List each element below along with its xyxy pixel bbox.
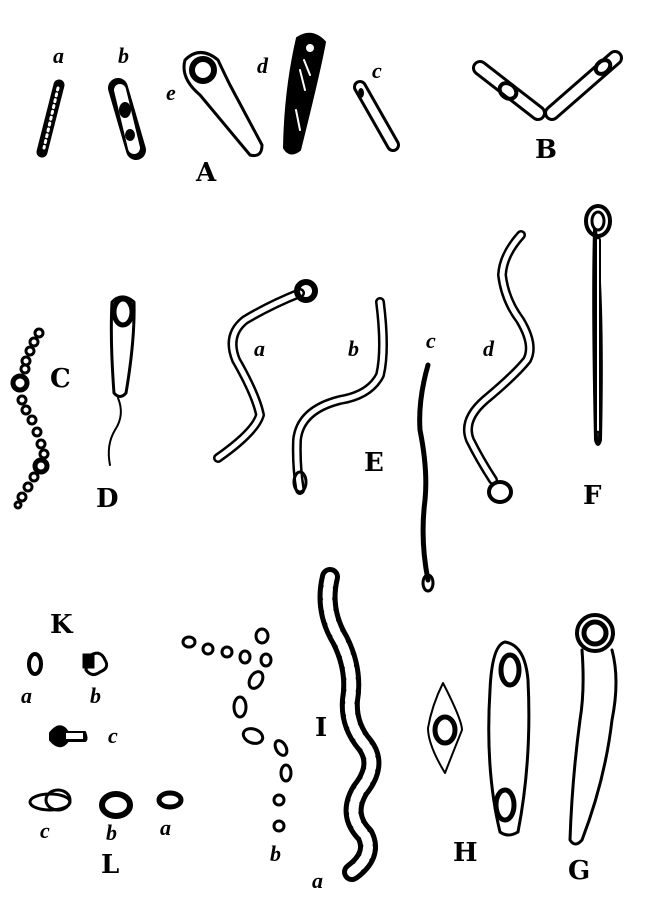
coccus-chain-c bbox=[10, 327, 50, 510]
label-e-b: b bbox=[348, 336, 359, 361]
spiral-e-b bbox=[291, 297, 388, 495]
label-e: E bbox=[364, 448, 384, 478]
label-l-b: b bbox=[106, 820, 117, 845]
flagellated-rod-d bbox=[107, 295, 136, 466]
rod-a-b bbox=[108, 78, 146, 160]
label-a-d: d bbox=[257, 53, 268, 78]
rods-b bbox=[472, 50, 623, 121]
label-l: L bbox=[101, 850, 120, 880]
rod-a-a bbox=[36, 79, 65, 158]
rod-a-e bbox=[182, 51, 264, 157]
label-a-e: e bbox=[166, 80, 176, 105]
label-i-b: b bbox=[270, 841, 281, 866]
label-i-a: a bbox=[312, 868, 323, 893]
label-e-d: d bbox=[483, 336, 494, 361]
spiral-e-c bbox=[417, 362, 435, 593]
spiral-e-a bbox=[213, 279, 318, 463]
label-a-c: c bbox=[372, 58, 382, 83]
label-i: I bbox=[315, 713, 328, 743]
label-g: G bbox=[568, 856, 591, 886]
label-l-c: c bbox=[40, 818, 50, 843]
label-h: H bbox=[453, 838, 478, 868]
cells-h bbox=[427, 640, 531, 837]
label-e-a: a bbox=[254, 336, 265, 361]
coccus-chain-i-b bbox=[181, 627, 293, 833]
rod-g bbox=[568, 613, 618, 846]
spores-k bbox=[27, 651, 109, 748]
label-d: D bbox=[96, 484, 119, 514]
spores-l bbox=[28, 788, 184, 819]
rod-f bbox=[584, 204, 612, 446]
rod-a-c bbox=[353, 80, 400, 152]
label-e-c: c bbox=[426, 328, 436, 353]
label-f: F bbox=[583, 481, 602, 511]
label-l-a: a bbox=[160, 815, 171, 840]
label-a-a: a bbox=[53, 43, 64, 68]
label-k-b: b bbox=[90, 683, 101, 708]
label-k: K bbox=[50, 610, 73, 640]
label-a: A bbox=[196, 158, 217, 188]
label-c: C bbox=[50, 364, 71, 394]
label-b: B bbox=[535, 135, 557, 165]
coccus-chain-i-a bbox=[317, 567, 382, 882]
rod-a-d bbox=[283, 32, 326, 155]
label-a-b: b bbox=[118, 43, 129, 68]
label-k-c: c bbox=[108, 723, 118, 748]
spiral-e-d bbox=[462, 230, 535, 504]
label-k-a: a bbox=[21, 683, 32, 708]
